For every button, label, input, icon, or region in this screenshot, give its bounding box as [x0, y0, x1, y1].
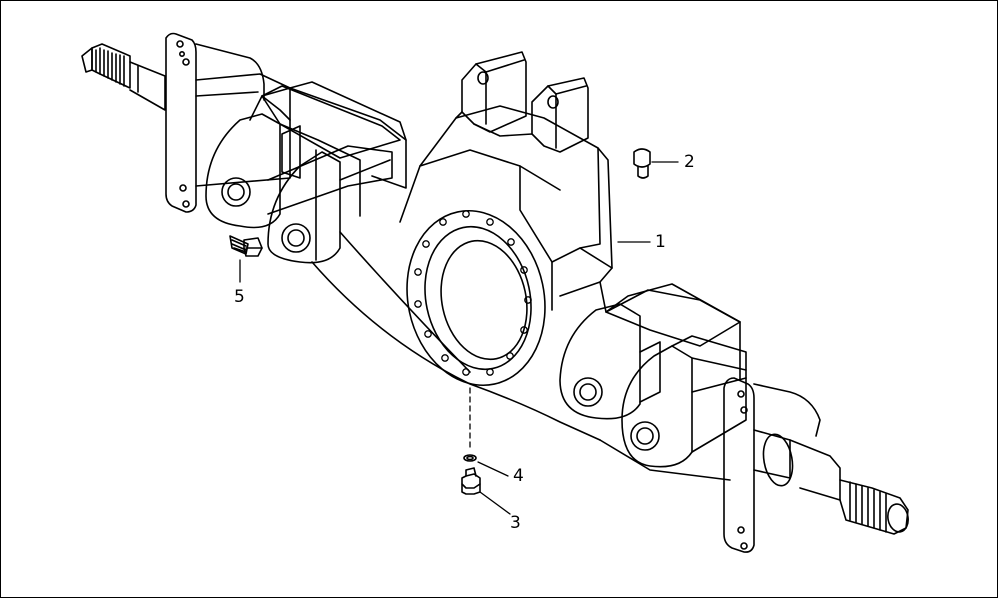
part-3-drain-plug — [461, 467, 481, 495]
axle-housing-right — [559, 281, 747, 481]
callout-4: 4 — [513, 466, 524, 486]
right-spindle — [753, 429, 909, 535]
left-flange-plate — [165, 32, 265, 213]
left-spindle — [81, 43, 166, 111]
callout-1: 1 — [655, 232, 666, 252]
callout-2: 2 — [684, 152, 695, 172]
callout-3: 3 — [510, 513, 521, 533]
differential-housing — [311, 51, 613, 441]
right-flange-plate — [723, 377, 821, 553]
callout-5: 5 — [234, 287, 245, 307]
part-5-bolt — [229, 235, 263, 257]
axle-housing-left — [195, 73, 407, 264]
part-2-plug — [633, 148, 651, 179]
part-4-washer — [463, 454, 477, 462]
leader-lines — [239, 161, 679, 515]
